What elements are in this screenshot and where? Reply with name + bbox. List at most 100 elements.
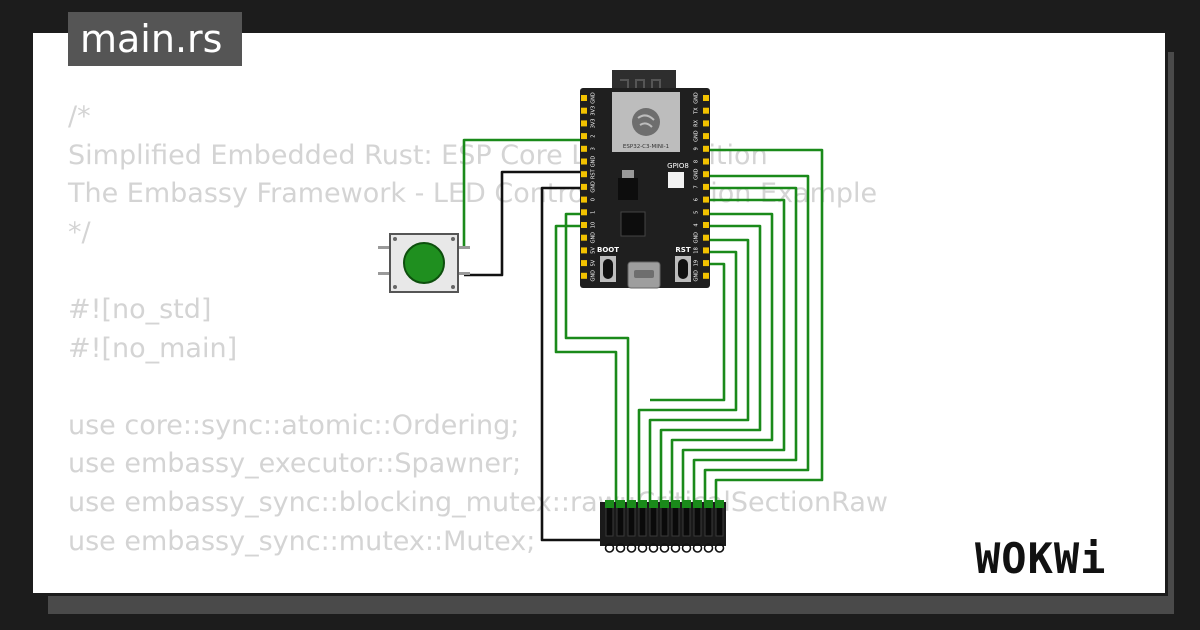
file-tab[interactable]: main.rs xyxy=(68,12,242,66)
code-line: #![no_main] xyxy=(68,332,238,364)
wire[interactable] xyxy=(637,250,738,504)
wire[interactable] xyxy=(564,212,630,504)
wire[interactable] xyxy=(462,138,582,248)
pin-pad[interactable] xyxy=(581,247,587,254)
pin-pad[interactable] xyxy=(581,158,587,165)
boot-label: BOOT xyxy=(597,246,619,254)
pin-pad[interactable] xyxy=(581,133,587,140)
pin-pad[interactable] xyxy=(581,107,587,114)
pin-pad[interactable] xyxy=(581,171,587,178)
pin-pad[interactable] xyxy=(703,272,709,279)
wire[interactable] xyxy=(648,238,750,504)
pin-pad[interactable] xyxy=(703,171,709,178)
connector-pin xyxy=(693,505,702,537)
pin-pad[interactable] xyxy=(703,234,709,241)
pin-label: GND xyxy=(591,156,597,168)
pin-pad[interactable] xyxy=(581,222,587,228)
wokwi-logo: WOKWi xyxy=(975,534,1107,583)
pin-pad[interactable] xyxy=(703,260,709,267)
regulator-chip xyxy=(618,178,638,200)
connector-pin xyxy=(671,505,680,537)
wire[interactable] xyxy=(659,224,762,504)
pin-pad[interactable] xyxy=(581,260,587,267)
code-line: */ xyxy=(68,216,91,248)
connector-leg xyxy=(615,543,626,553)
esp32-c3-board: ESP32-C3-MINI-1 GPIO8 BOOT RST GND3V33V3… xyxy=(580,70,710,289)
pin-label: 3 xyxy=(591,147,597,150)
connector-wire-end xyxy=(671,500,680,508)
pin-label: GND xyxy=(591,181,597,193)
wire[interactable] xyxy=(464,170,582,277)
wire[interactable] xyxy=(540,186,600,542)
code-line: The Embassy Framework - LED Control Appl… xyxy=(68,178,878,210)
pin-label: 10 xyxy=(591,222,597,228)
pin-pad[interactable] xyxy=(581,145,587,152)
pin-label: 5 xyxy=(694,211,700,214)
rgb-led xyxy=(668,172,684,188)
pin-pad[interactable] xyxy=(581,272,587,279)
connector-wire-end xyxy=(693,500,702,508)
connector-pin xyxy=(605,505,614,537)
pin-label: RST xyxy=(591,168,597,179)
pin-pad[interactable] xyxy=(703,107,709,114)
pin-pad[interactable] xyxy=(581,209,587,216)
pin-label: 5V xyxy=(591,259,597,266)
pin-pad[interactable] xyxy=(703,183,709,190)
pin-label: GND xyxy=(694,130,700,142)
code-line: use embassy_sync::mutex::Mutex; xyxy=(68,525,536,557)
connector-pin xyxy=(704,505,713,537)
pin-pad[interactable] xyxy=(703,209,709,216)
pin-pad[interactable] xyxy=(703,158,709,165)
pin-label: TX xyxy=(694,107,700,115)
pin-label: 6 xyxy=(694,198,700,201)
connector-wire-end xyxy=(627,500,636,508)
pin-pad[interactable] xyxy=(581,234,587,241)
pin-pad[interactable] xyxy=(703,95,709,101)
connector-leg xyxy=(714,543,725,553)
pin-pad[interactable] xyxy=(703,247,709,254)
connector-leg xyxy=(681,543,692,553)
wire[interactable] xyxy=(681,198,786,504)
rst-button[interactable] xyxy=(675,256,691,282)
pin-pad[interactable] xyxy=(581,196,587,203)
pin-pad[interactable] xyxy=(581,95,587,101)
wires xyxy=(462,138,824,542)
pin-pad[interactable] xyxy=(703,120,709,127)
pin-label: 19 xyxy=(694,260,700,266)
code-view: /*Simplified Embedded Rust: ESP Core Lib… xyxy=(68,98,888,561)
pin-label: GND xyxy=(591,270,597,282)
code-line: use embassy_sync::blocking_mutex::raw::C… xyxy=(68,486,888,518)
pin-pad[interactable] xyxy=(581,183,587,190)
wire[interactable] xyxy=(703,174,810,504)
pin-pad[interactable] xyxy=(703,222,709,228)
wire[interactable] xyxy=(554,224,618,504)
code-line: use core::sync::atomic::Ordering; xyxy=(68,409,520,441)
connector-leg xyxy=(670,543,681,553)
wire[interactable] xyxy=(650,262,726,402)
pin-label: 7 xyxy=(694,185,700,188)
pin-label: GND xyxy=(694,270,700,282)
connector-leg xyxy=(692,543,703,553)
wire[interactable] xyxy=(706,148,824,504)
connector-pin xyxy=(682,505,691,537)
connector-leg xyxy=(604,543,615,553)
code-line: #![no_std] xyxy=(68,293,212,325)
pin-label: 5V xyxy=(591,247,597,254)
pin-label: 3V3 xyxy=(591,119,597,129)
connector-leg xyxy=(648,543,659,553)
pin-pad[interactable] xyxy=(703,145,709,152)
connector-wire-end xyxy=(715,500,724,508)
push-button[interactable] xyxy=(378,233,470,293)
connector-wire-end xyxy=(682,500,691,508)
pin-pad[interactable] xyxy=(703,133,709,140)
wire[interactable] xyxy=(670,212,774,504)
wire[interactable] xyxy=(692,186,798,504)
pin-pad[interactable] xyxy=(703,196,709,203)
pin-label: 4 xyxy=(694,223,700,226)
pin-pad[interactable] xyxy=(581,120,587,127)
pin-label: 3V3 xyxy=(591,106,597,116)
module-label: ESP32-C3-MINI-1 xyxy=(623,144,669,150)
pin-label: GND xyxy=(694,232,700,244)
boot-button[interactable] xyxy=(600,256,616,282)
